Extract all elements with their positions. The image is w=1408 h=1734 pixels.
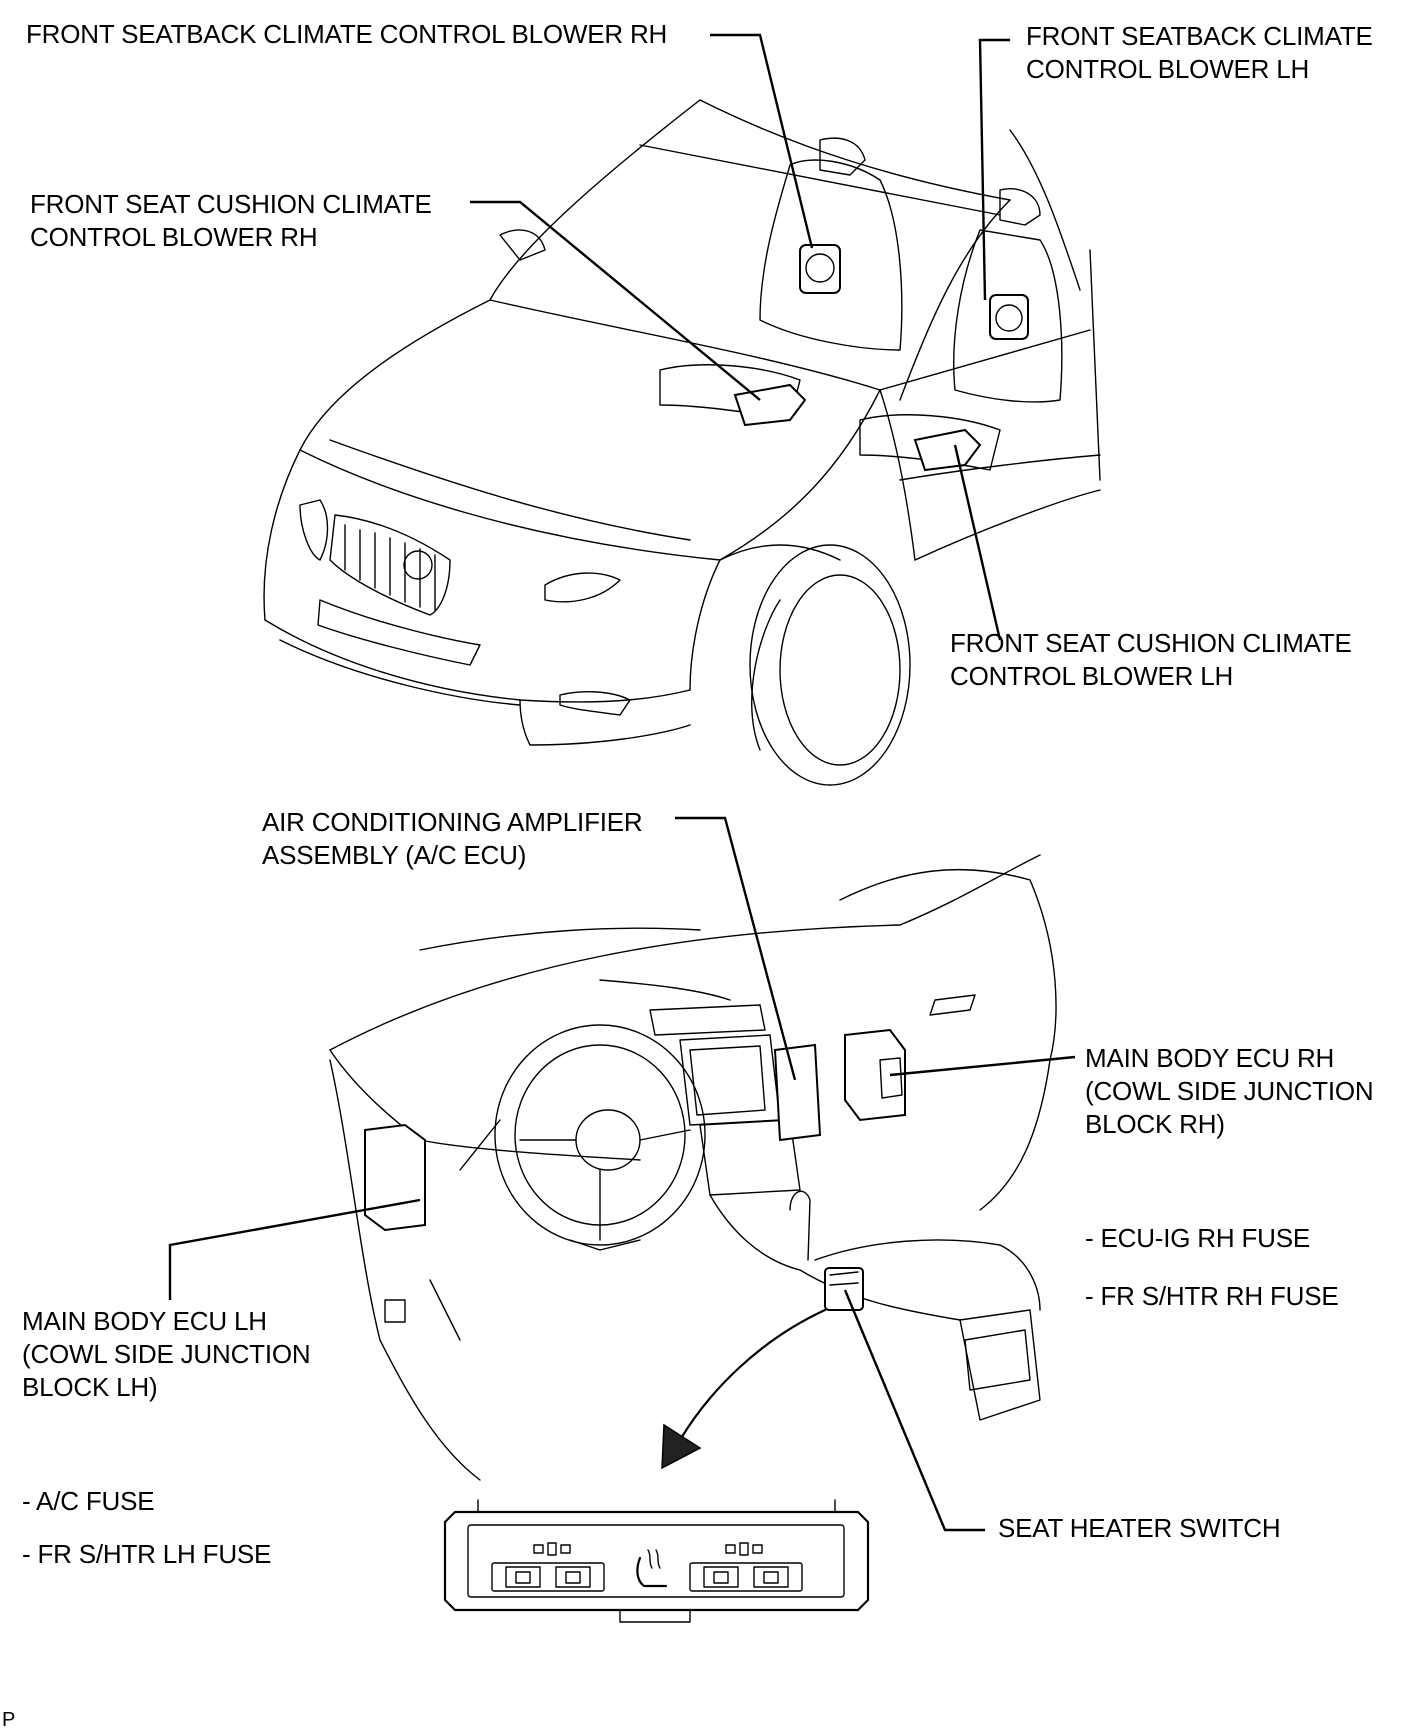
label-main-body-ecu-lh: MAIN BODY ECU LH (COWL SIDE JUNCTION BLO… [22, 1305, 311, 1404]
label-seat-heater-switch: SEAT HEATER SWITCH [998, 1512, 1281, 1545]
instrument-panel-illustration [329, 854, 1057, 1481]
bottom-leader-lines [168, 816, 1076, 1532]
label-line: BLOCK LH) [22, 1372, 158, 1402]
label-ecu-ig-rh-fuse: - ECU-IG RH FUSE [1085, 1222, 1310, 1255]
detail-arrow [661, 1308, 827, 1470]
label-line: (COWL SIDE JUNCTION [22, 1339, 311, 1369]
label-line: MAIN BODY ECU RH [1085, 1043, 1335, 1073]
label-line: BLOCK RH) [1085, 1109, 1225, 1139]
page-code: P [2, 1709, 16, 1731]
label-line: CONTROL BLOWER LH [950, 661, 1234, 691]
label-line: (COWL SIDE JUNCTION [1085, 1076, 1374, 1106]
label-front-seat-cushion-climate-control-blower-rh: FRONT SEAT CUSHION CLIMATE CONTROL BLOWE… [30, 188, 432, 254]
label-front-seatback-climate-control-blower-lh: FRONT SEATBACK CLIMATE CONTROL BLOWER LH [1026, 20, 1373, 86]
label-air-conditioning-amplifier-assembly: AIR CONDITIONING AMPLIFIER ASSEMBLY (A/C… [262, 806, 643, 872]
label-front-seatback-climate-control-blower-rh: FRONT SEATBACK CLIMATE CONTROL BLOWER RH [26, 18, 667, 51]
label-line: MAIN BODY ECU LH [22, 1306, 267, 1336]
label-line: FRONT SEAT CUSHION CLIMATE [30, 189, 432, 219]
label-line: - FR S/HTR LH FUSE [22, 1539, 272, 1569]
label-line: - A/C FUSE [22, 1486, 155, 1516]
label-line: - ECU-IG RH FUSE [1085, 1223, 1311, 1253]
label-line: AIR CONDITIONING AMPLIFIER [262, 807, 643, 837]
label-line: SEAT HEATER SWITCH [998, 1513, 1281, 1543]
label-main-body-ecu-rh: MAIN BODY ECU RH (COWL SIDE JUNCTION BLO… [1085, 1042, 1374, 1141]
label-line: FRONT SEATBACK CLIMATE CONTROL BLOWER RH [26, 19, 668, 49]
label-line: CONTROL BLOWER LH [1026, 54, 1310, 84]
label-line: - FR S/HTR RH FUSE [1085, 1281, 1339, 1311]
label-fr-shtr-lh-fuse: - FR S/HTR LH FUSE [22, 1538, 271, 1571]
label-front-seat-cushion-climate-control-blower-lh: FRONT SEAT CUSHION CLIMATE CONTROL BLOWE… [950, 627, 1352, 693]
label-ac-fuse: - A/C FUSE [22, 1485, 155, 1518]
label-line: FRONT SEATBACK CLIMATE [1026, 21, 1373, 51]
label-line: CONTROL BLOWER RH [30, 222, 318, 252]
label-line: FRONT SEAT CUSHION CLIMATE [950, 628, 1352, 658]
seat-heater-switch-detail [443, 1499, 870, 1623]
label-fr-shtr-rh-fuse: - FR S/HTR RH FUSE [1085, 1280, 1339, 1313]
top-leader-lines [470, 33, 1010, 641]
label-line: ASSEMBLY (A/C ECU) [262, 840, 527, 870]
